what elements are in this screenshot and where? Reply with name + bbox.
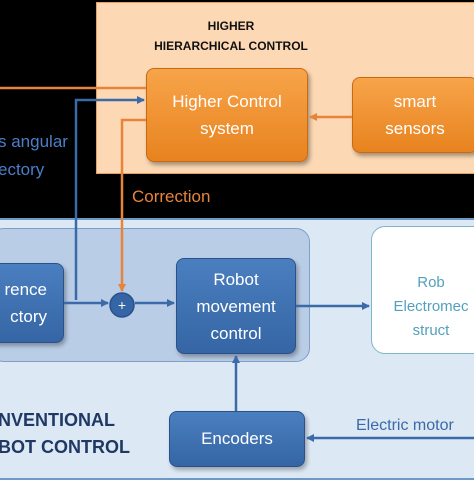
encoders-box: Encoders bbox=[169, 411, 305, 467]
robot-movement-control-line2: movement bbox=[196, 296, 276, 316]
correction-arrow bbox=[118, 118, 146, 292]
higher-control-title: HIGHER HIERARCHICAL CONTROL bbox=[96, 16, 366, 56]
smart-sensors-line2: sensors bbox=[385, 119, 445, 138]
summing-junction-symbol: + bbox=[118, 297, 126, 313]
electromechanical-structure-box: Rob Electromec struct bbox=[371, 226, 474, 354]
reference-trajectory-line2: ctory bbox=[10, 307, 47, 326]
smart-sensors-line1: smart bbox=[393, 92, 437, 111]
higher-control-title-line2: HIERARCHICAL CONTROL bbox=[154, 39, 308, 53]
reference-to-higher-control-arrow bbox=[74, 96, 145, 300]
electromechanical-line2: Electromec bbox=[393, 298, 469, 315]
smart-sensors-box: smart sensors bbox=[352, 77, 474, 153]
correction-label: Correction bbox=[132, 187, 211, 206]
conventional-control-title: NVENTIONAL BOT CONTROL bbox=[0, 407, 130, 461]
encoders-label: Encoders bbox=[201, 429, 273, 448]
reference-trajectory-box: rence ctory bbox=[0, 263, 64, 343]
angular-trajectory-line1: s angular bbox=[0, 132, 68, 151]
higher-control-system-box: Higher Control system bbox=[146, 68, 308, 162]
robot-movement-control-line1: Robot bbox=[213, 269, 259, 289]
summing-junction bbox=[109, 292, 135, 318]
conventional-control-title-line1: NVENTIONAL bbox=[0, 410, 115, 430]
electromechanical-line3: struct bbox=[412, 322, 450, 339]
angular-trajectory-label: s angular ectory bbox=[0, 128, 68, 184]
higher-control-title-line1: HIGHER bbox=[207, 19, 255, 33]
robot-movement-control-box: Robot movement control bbox=[176, 258, 296, 354]
robot-movement-control-line3: control bbox=[210, 323, 262, 343]
electromechanical-line1: Rob bbox=[417, 274, 445, 291]
electric-motor-label: Electric motor bbox=[356, 417, 454, 434]
reference-trajectory-line1: rence bbox=[4, 280, 47, 299]
angular-trajectory-line2: ectory bbox=[0, 160, 45, 179]
conventional-control-title-line2: BOT CONTROL bbox=[0, 437, 130, 457]
higher-control-system-line2: system bbox=[200, 119, 254, 138]
higher-control-system-line1: Higher Control bbox=[172, 92, 282, 111]
